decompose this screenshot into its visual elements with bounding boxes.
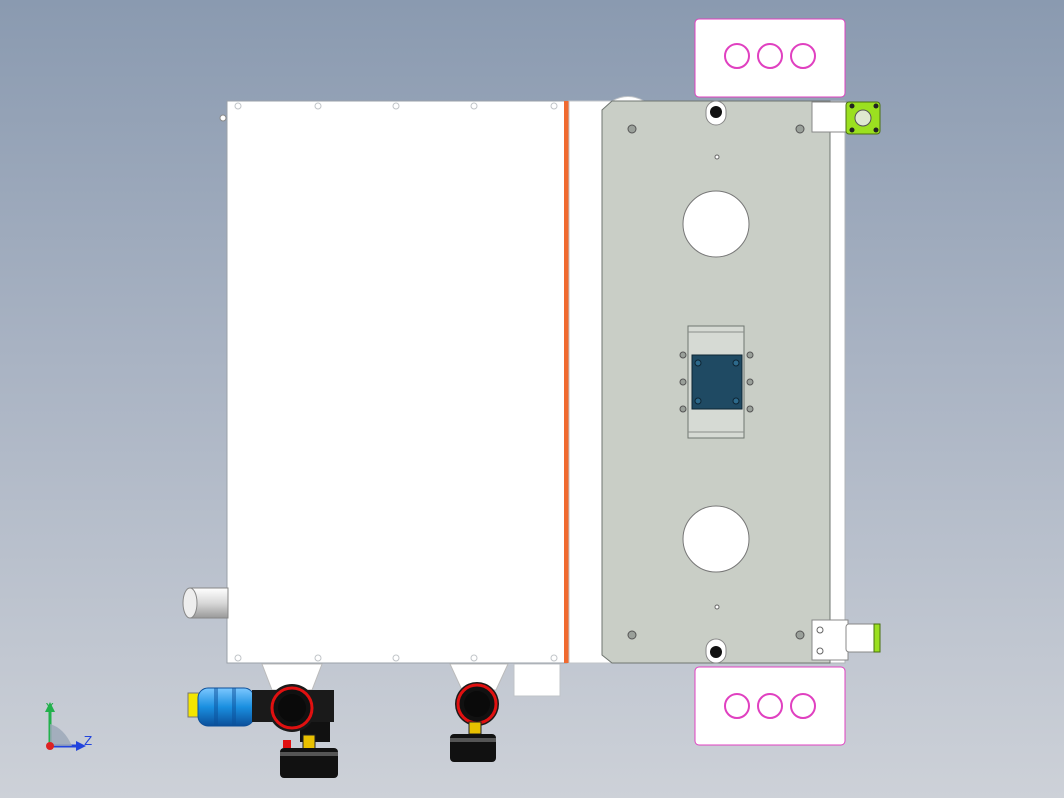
top-mount-box (694, 18, 846, 98)
inlet-nozzle (182, 587, 229, 619)
right-bracket-bottom (811, 619, 881, 661)
plate-hole-top (682, 190, 750, 258)
bottom-tab (513, 663, 561, 697)
top-hole-2 (757, 43, 783, 69)
bottom-hole-3 (790, 693, 816, 719)
bottom-hole-2 (757, 693, 783, 719)
triad-z-label: Z (84, 734, 92, 748)
valve-left (187, 663, 338, 778)
plate-hole-bottom (682, 505, 750, 573)
triad-y-label: Y (45, 701, 54, 715)
seal-strip (564, 101, 569, 663)
orientation-triad: Y Z (45, 701, 92, 751)
top-hole-3 (790, 43, 816, 69)
right-bracket-top (811, 101, 881, 135)
top-hole-1 (724, 43, 750, 69)
grey-plate (601, 100, 831, 664)
main-panel (219, 100, 568, 664)
bottom-hole-1 (724, 693, 750, 719)
bottom-mount-box (694, 666, 846, 746)
valve-middle (449, 663, 509, 762)
right-rail (827, 100, 846, 664)
